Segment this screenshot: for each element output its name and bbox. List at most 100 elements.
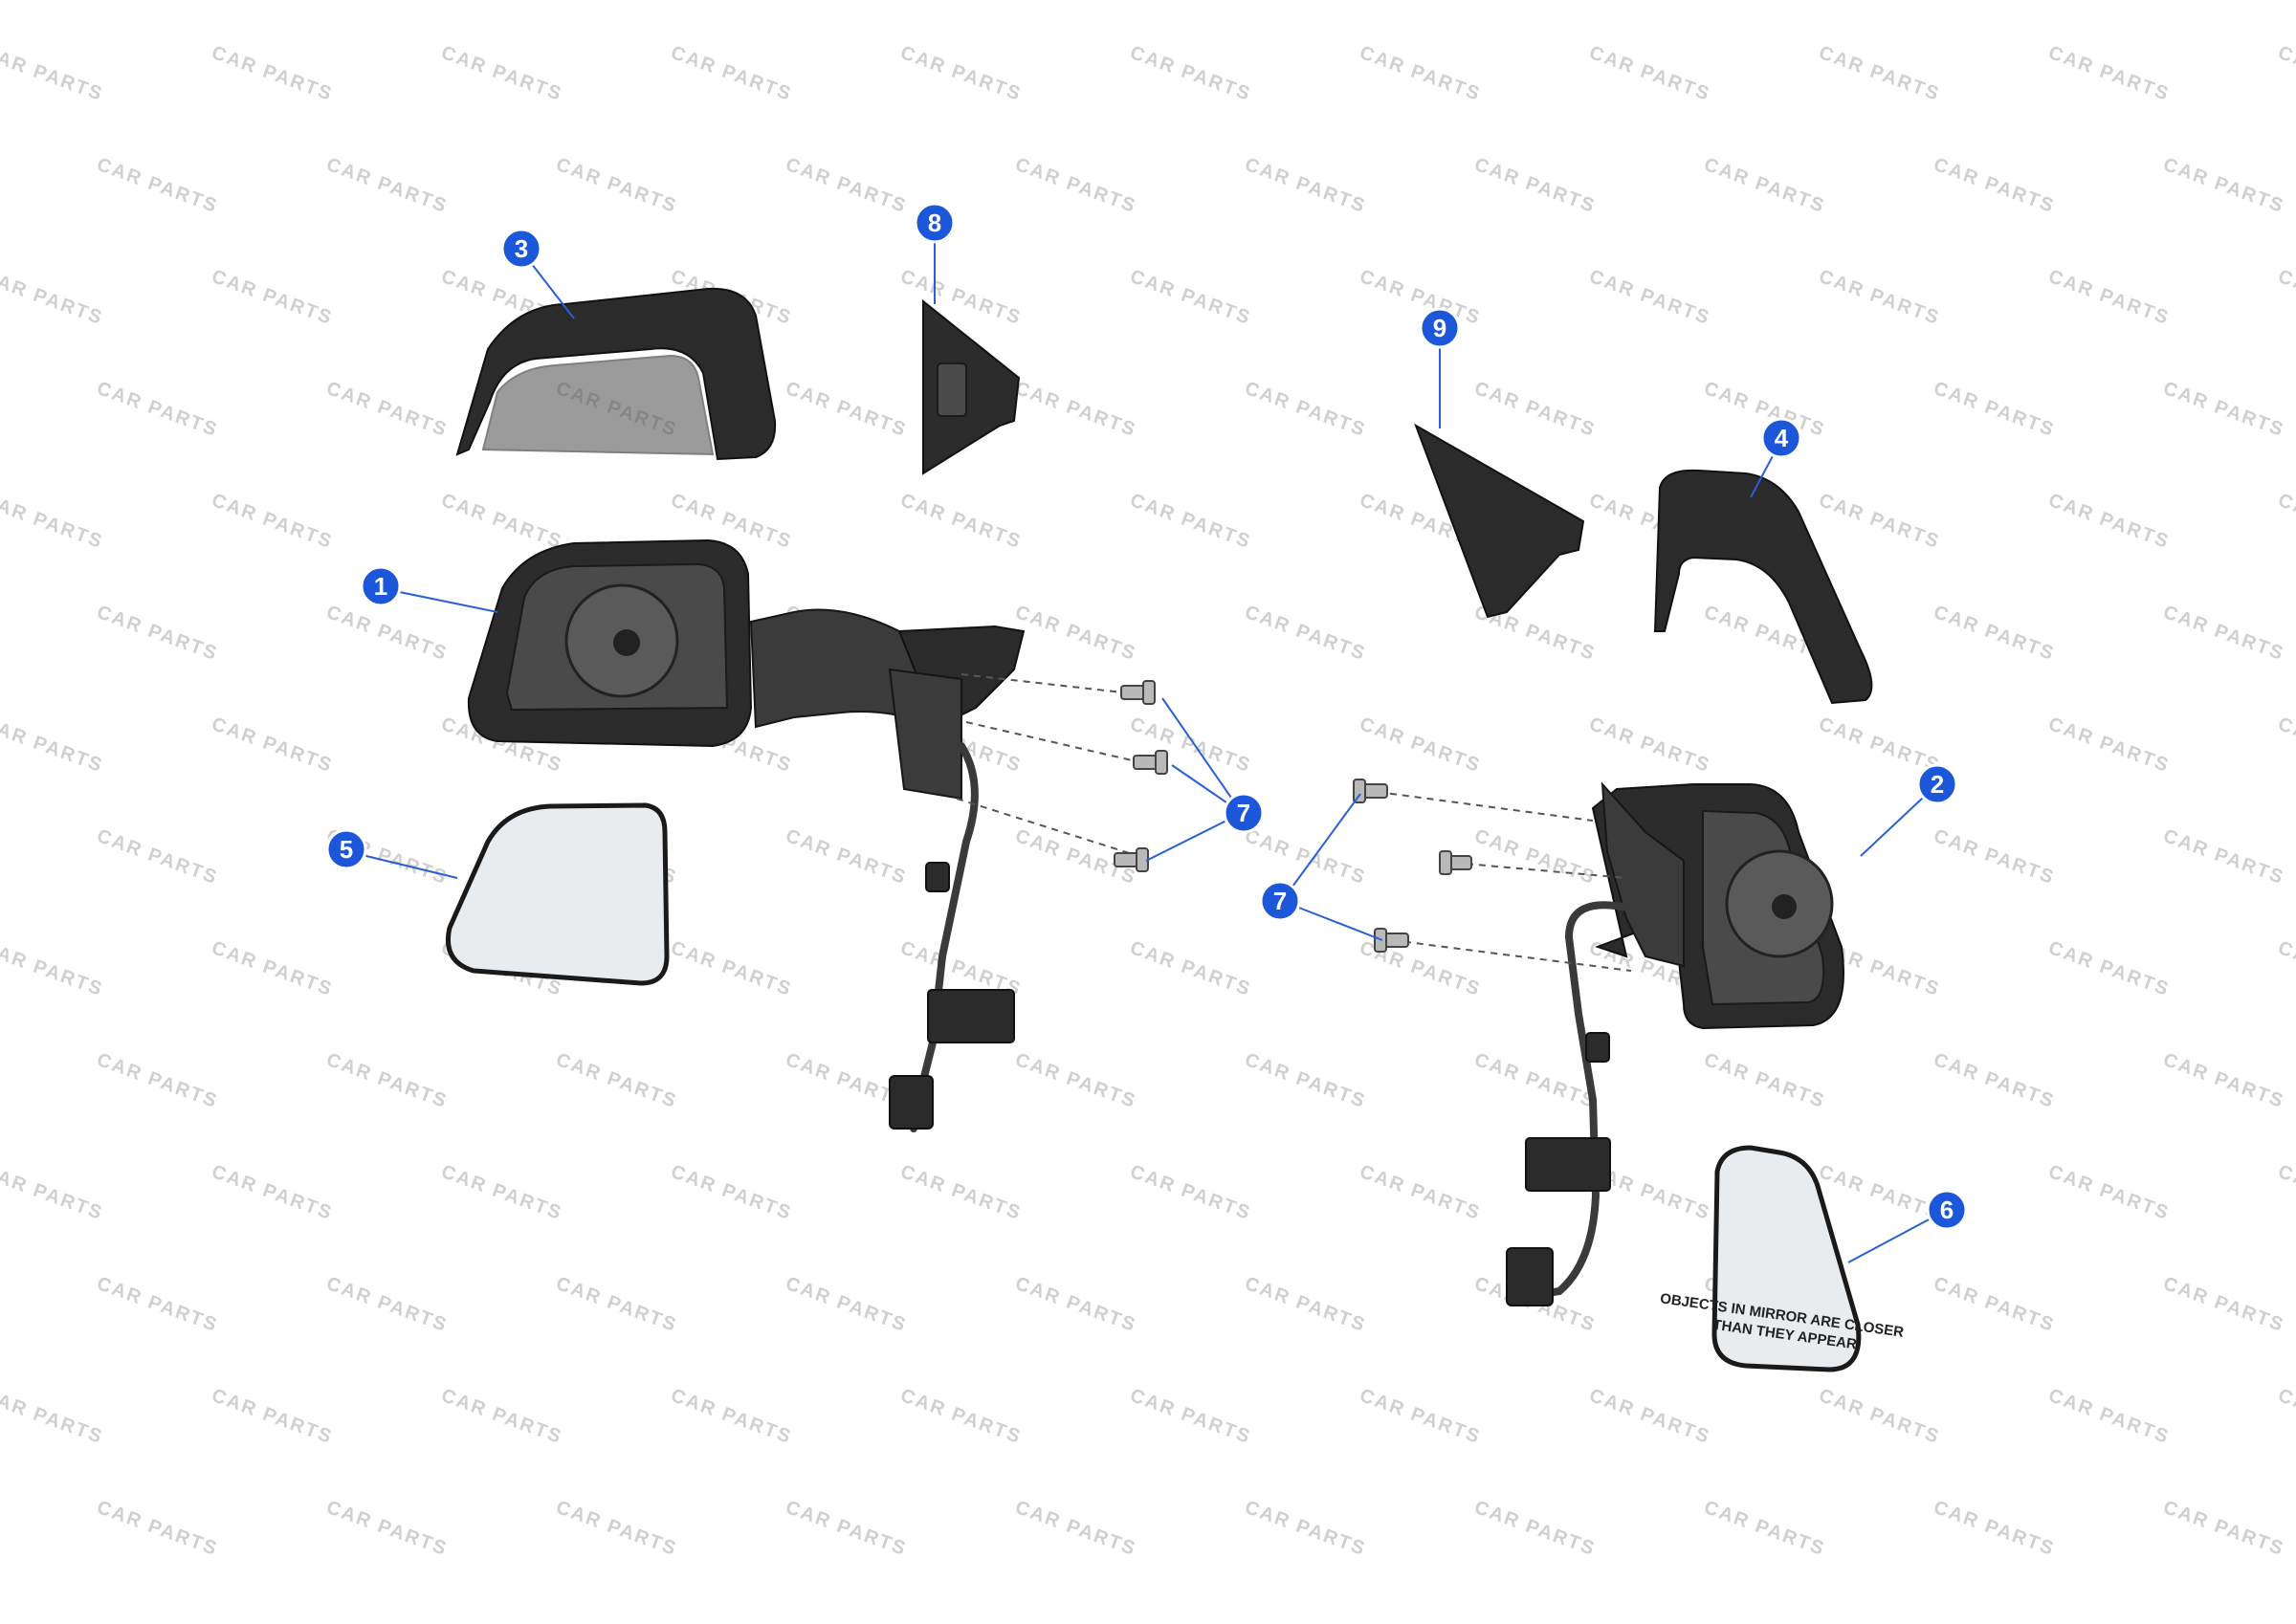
watermark-text: CAR PARTS (1127, 266, 1254, 329)
callout-9: 9 (1419, 307, 1461, 349)
watermark-text: CAR PARTS (2160, 1273, 2287, 1336)
watermark-text: CAR PARTS (1471, 378, 1599, 441)
part-bolts (956, 673, 1632, 972)
bolt-left-1 (1120, 680, 1156, 705)
watermark-text: CAR PARTS (1701, 154, 1828, 217)
watermark-text: CAR PARTS (783, 1273, 910, 1336)
watermark-text: CAR PARTS (1471, 1049, 1599, 1112)
watermark-text: CAR PARTS (1357, 1385, 1484, 1448)
watermark-text: CAR PARTS (2160, 1497, 2287, 1560)
callout-2: 2 (1916, 763, 1958, 805)
watermark-text: CAR PARTS (783, 154, 910, 217)
watermark-text: CAR PARTS (1931, 1049, 2058, 1112)
watermark-text: CAR PARTS (553, 1273, 680, 1336)
callout-3: 3 (500, 228, 542, 270)
callout-7-left-label: 7 (1237, 799, 1250, 827)
watermark-text: CAR PARTS (668, 937, 795, 1000)
watermark-text: CAR PARTS (668, 1161, 795, 1224)
watermark-text: CAR PARTS (323, 1273, 451, 1336)
watermark-text: CAR PARTS (783, 825, 910, 889)
watermark-text: CAR PARTS (323, 1049, 451, 1112)
watermark-text: CAR PARTS (553, 154, 680, 217)
watermark-text: CAR PARTS (209, 937, 336, 1000)
callout-8-label: 8 (928, 208, 941, 237)
watermark-text: CAR PARTS (2045, 266, 2173, 329)
watermark-text: CAR PARTS (438, 490, 565, 553)
watermark-text: CAR PARTS (897, 266, 1025, 329)
watermark-text: CAR PARTS (1816, 490, 1943, 553)
watermark-text: CAR PARTS (1357, 42, 1484, 105)
watermark-text: CAR PARTS (553, 1049, 680, 1112)
watermark-text: CAR PARTS (1471, 1497, 1599, 1560)
watermark-text: CAR PARTS (1701, 1049, 1828, 1112)
watermark-text: CAR PARTS (1357, 1161, 1484, 1224)
watermark-text: CAR PARTS (1471, 154, 1599, 217)
watermark-text: CAR PARTS (2045, 1385, 2173, 1448)
watermark-text: CAR PARTS (1931, 602, 2058, 665)
watermark-text: CAR PARTS (1701, 1497, 1828, 1560)
watermark-text: CAR PARTS (94, 378, 221, 441)
watermark-text: CAR PARTS (1242, 1049, 1369, 1112)
watermark-text: CAR PARTS (209, 713, 336, 777)
bolt-right-1 (1353, 779, 1388, 803)
watermark-text: CAR PARTS (1127, 42, 1254, 105)
bolt-left-2 (1133, 750, 1168, 775)
watermark-text: CAR PARTS (209, 1161, 336, 1224)
callout-1: 1 (360, 565, 402, 607)
watermark-text: CAR PARTS (1242, 1497, 1369, 1560)
callout-5-label: 5 (340, 835, 353, 864)
watermark-text: CAR PARTS (1931, 378, 2058, 441)
watermark-text: CAR PARTS (1127, 1161, 1254, 1224)
watermark-text: CAR PARTS (1242, 378, 1369, 441)
bolt-right-2 (1439, 850, 1472, 875)
watermark-text: CAR PARTS (323, 378, 451, 441)
watermark-text: CAR PARTS (438, 1161, 565, 1224)
right-wiring-harness (1506, 901, 1635, 1306)
part-left-mirror-cap (455, 287, 777, 461)
watermark-text: CAR PARTS (94, 1497, 221, 1560)
callout-4: 4 (1760, 417, 1802, 459)
callout-8: 8 (914, 202, 956, 244)
callout-5: 5 (325, 828, 367, 870)
watermark-text: CAR PARTS (2160, 154, 2287, 217)
watermark-text: CAR PARTS (94, 602, 221, 665)
part-left-mirror-glass (445, 802, 670, 986)
watermark-text: CAR PARTS (1816, 1161, 1943, 1224)
watermark-text: CAR PARTS (783, 378, 910, 441)
watermark-text: CAR PARTS (1586, 266, 1713, 329)
watermark-text: CAR PARTS (1127, 1385, 1254, 1448)
watermark-text: CAR PARTS (2275, 713, 2296, 777)
watermark-text: CAR PARTS (323, 154, 451, 217)
watermark-text: CAR PARTS (1586, 42, 1713, 105)
callout-7-right: 7 (1259, 880, 1301, 922)
watermark-text: CAR PARTS (0, 490, 106, 553)
watermark-text: CAR PARTS (0, 1161, 106, 1224)
watermark-text: CAR PARTS (553, 1497, 680, 1560)
watermark-text: CAR PARTS (438, 42, 565, 105)
watermark-text: CAR PARTS (1931, 1273, 2058, 1336)
watermark-text: CAR PARTS (2160, 825, 2287, 889)
watermark-text: CAR PARTS (1242, 825, 1369, 889)
callout-2-label: 2 (1931, 770, 1944, 799)
watermark-text: CAR PARTS (1127, 937, 1254, 1000)
part-right-mirror-assembly (1591, 781, 1844, 1030)
watermark-text: CAR PARTS (897, 1161, 1025, 1224)
watermark-text: CAR PARTS (94, 1049, 221, 1112)
watermark-text: CAR PARTS (1012, 1273, 1139, 1336)
part-left-mirror-assembly (467, 538, 1026, 801)
watermark-text: CAR PARTS (668, 42, 795, 105)
watermark-text: CAR PARTS (1012, 1497, 1139, 1560)
watermark-text: CAR PARTS (2160, 1049, 2287, 1112)
watermark-text: CAR PARTS (783, 1497, 910, 1560)
watermark-text: CAR PARTS (1012, 1049, 1139, 1112)
callout-7-left: 7 (1223, 792, 1265, 834)
watermark-text: CAR PARTS (1816, 42, 1943, 105)
watermark-text: CAR PARTS (2275, 937, 2296, 1000)
watermark-text: CAR PARTS (1242, 1273, 1369, 1336)
watermark-layer: CAR PARTS CAR PARTS CAR PARTS CAR PARTS CAR … (0, 42, 2296, 1560)
callout-7-right-label: 7 (1273, 887, 1287, 915)
callout-4-label: 4 (1775, 424, 1789, 452)
watermark-text: CAR PARTS (897, 490, 1025, 553)
watermark-text: CAR PARTS (209, 266, 336, 329)
